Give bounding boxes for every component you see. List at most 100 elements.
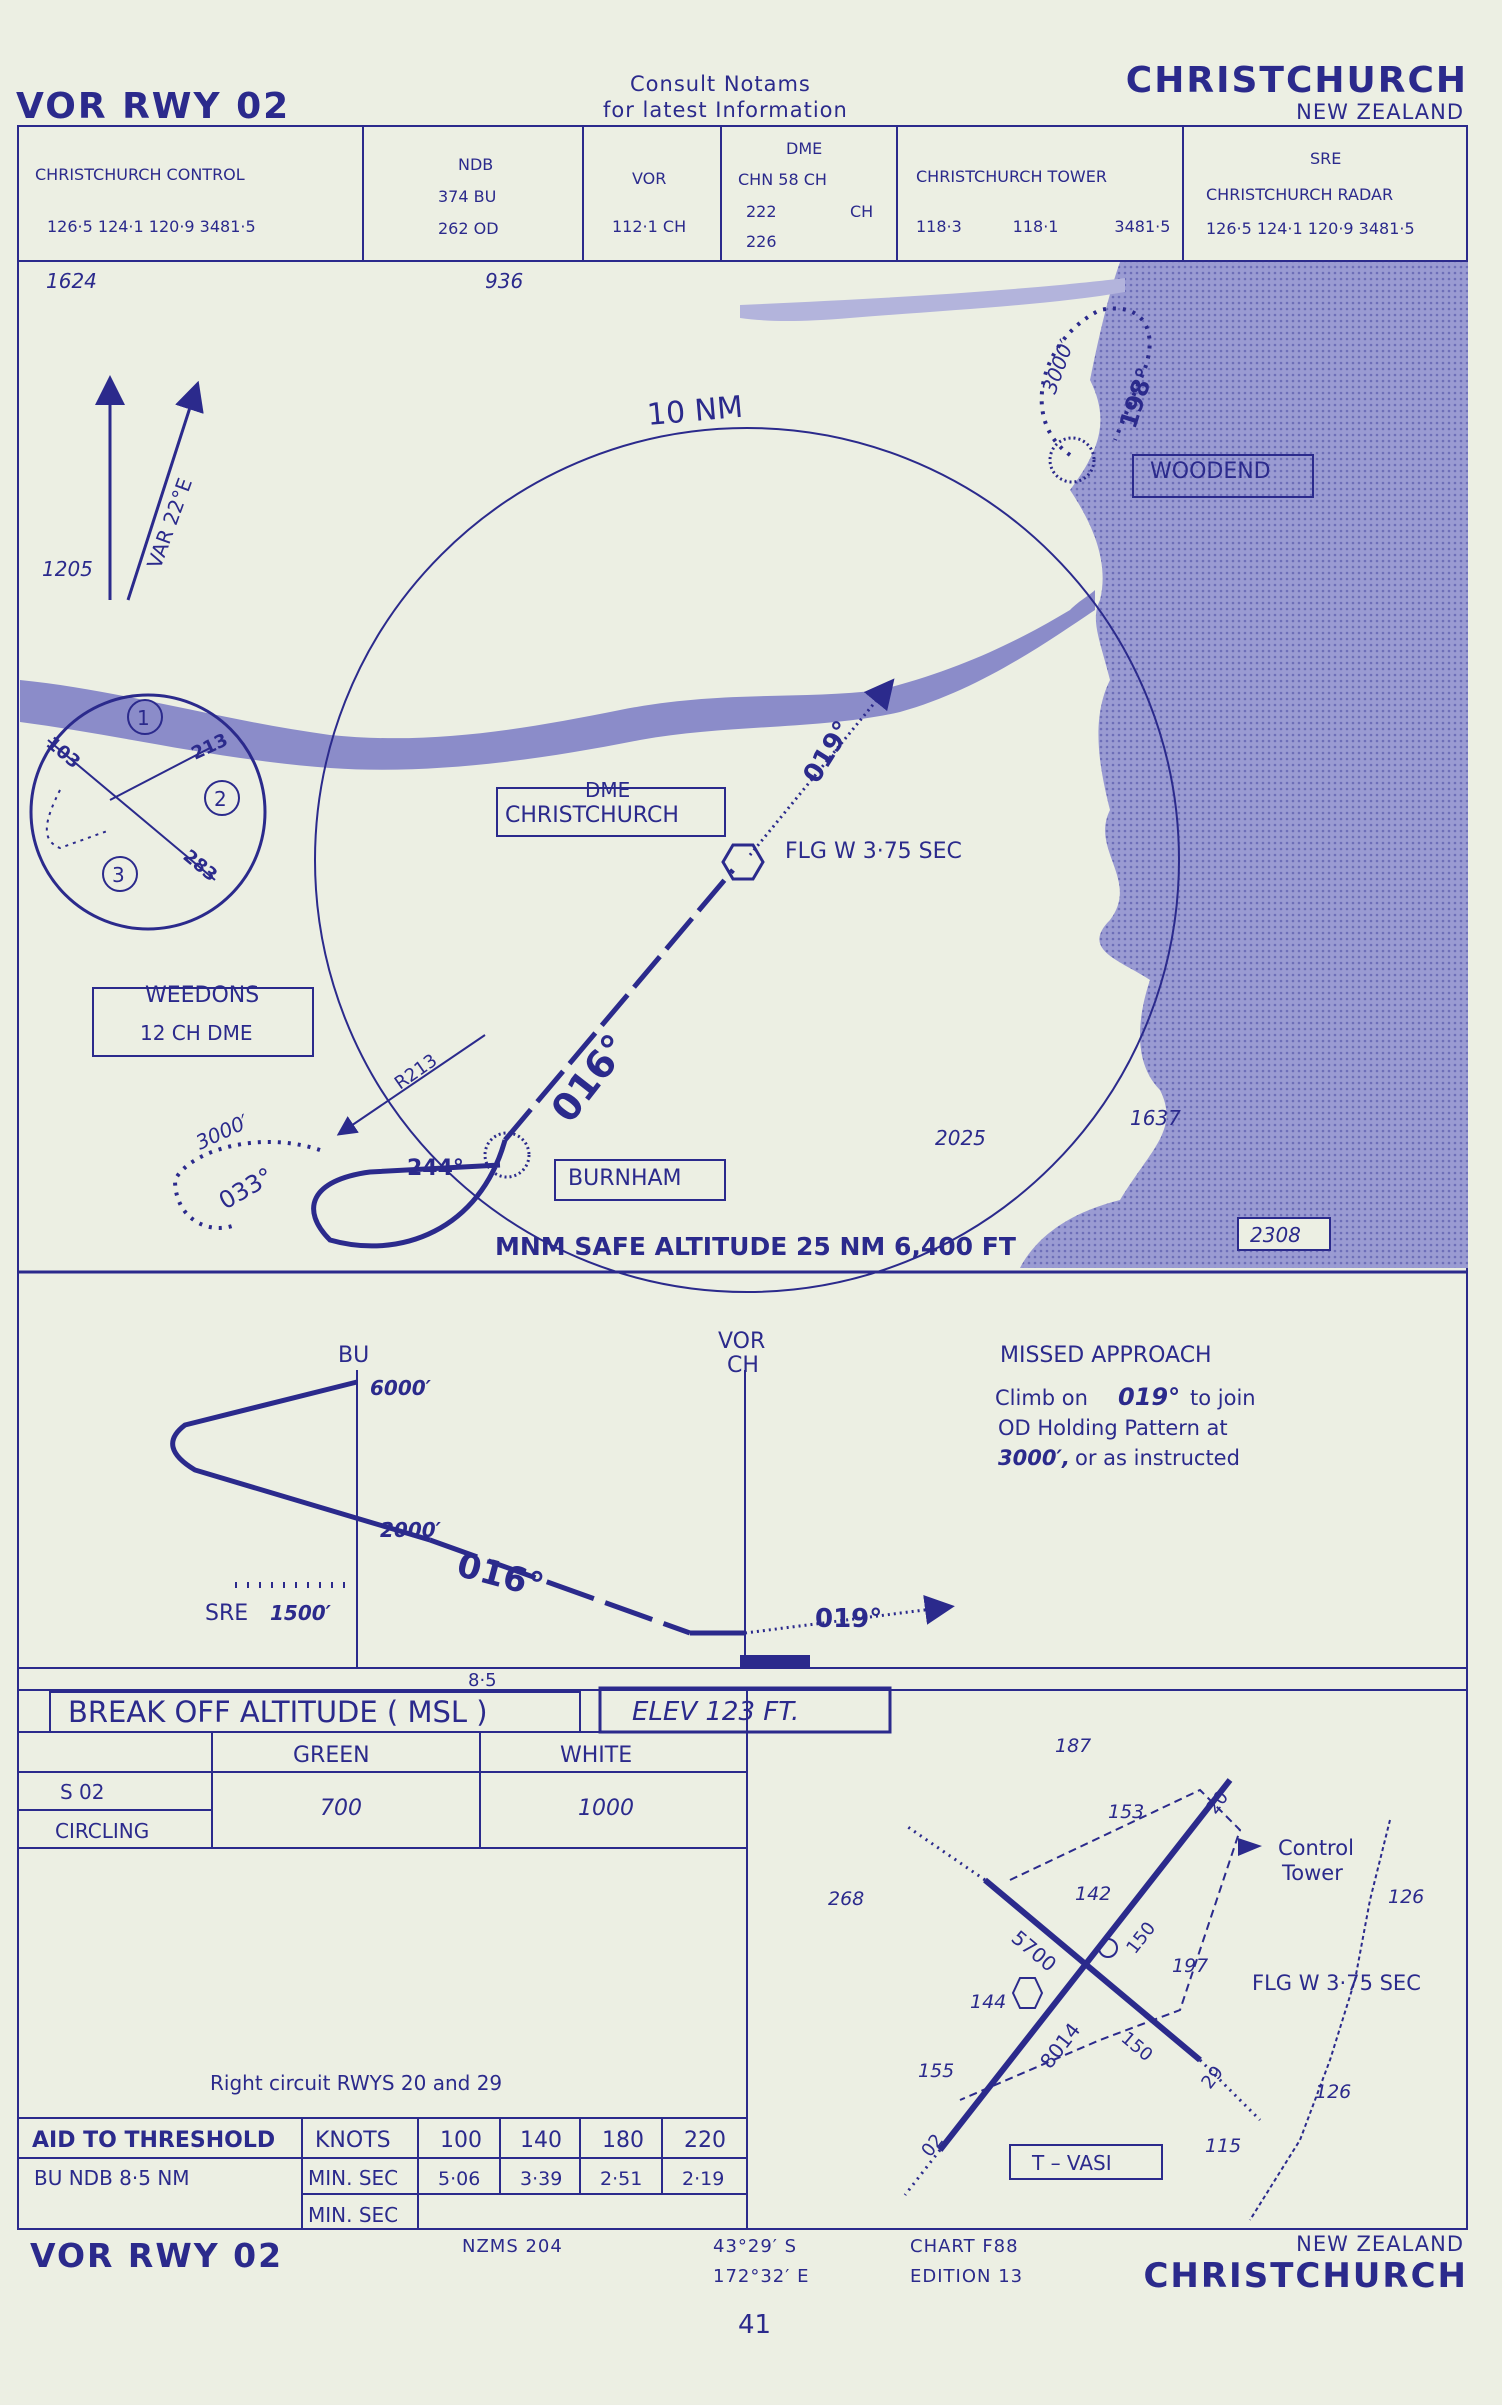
missed-line-1: Climb on	[995, 1386, 1088, 1410]
aid-label: AID TO THRESHOLD	[32, 2128, 275, 2153]
sector-2-label: 2	[214, 787, 227, 811]
profile-crs-016: 016°	[453, 1545, 548, 1606]
taxiway-outline	[959, 1788, 1242, 2101]
dme-label: DME	[786, 139, 823, 158]
speed-220: 220	[684, 2128, 726, 2153]
minsec-label-2: MIN. SEC	[308, 2203, 398, 2227]
vor-circle-aerodrome	[1098, 1938, 1118, 1958]
control-tower-arrow	[1238, 1838, 1262, 1856]
tower-box: CHRISTCHURCH TOWER 118·3 118·1 3481·5	[896, 125, 1184, 262]
tvasi-box	[1009, 2144, 1163, 2180]
woodend-box	[1132, 454, 1314, 498]
ndb-bu: 374 BU	[438, 187, 497, 206]
elev-936: 936	[485, 269, 523, 293]
crs-033: 033°	[214, 1162, 278, 1215]
dme-box-line-2: CHRISTCHURCH	[505, 803, 679, 828]
approach-track	[503, 868, 735, 1142]
tower-label-2: Tower	[1281, 1861, 1343, 1885]
entry-103: 103	[42, 733, 84, 773]
elev-2025: 2025	[935, 1126, 986, 1150]
profile-sre: SRE	[205, 1601, 248, 1626]
footer-lon: 172°32′ E	[713, 2266, 810, 2287]
alt-3000: 3000′	[192, 1109, 253, 1154]
approach-lights-29	[1198, 2058, 1262, 2122]
missed-line-3: or as instructed	[1075, 1446, 1240, 1470]
woodend-alt: 3000′	[1037, 336, 1079, 397]
tower-label-1: Control	[1278, 1836, 1354, 1860]
profile-crs-019: 019°	[815, 1604, 882, 1634]
dme-ch: CH	[850, 202, 874, 221]
white-value: 1000	[578, 1796, 634, 1821]
sector-3-marker	[102, 856, 138, 892]
sector-2-marker	[204, 780, 240, 816]
sector-1-label: 1	[137, 706, 150, 730]
sector-1-marker	[127, 699, 163, 735]
hexagon-marker	[1011, 1977, 1044, 2009]
woodend-ndb	[1048, 436, 1096, 484]
elev-1624: 1624	[46, 269, 97, 293]
dme-box-line-1: DME	[585, 778, 630, 802]
vor-freq: 112·1 CH	[612, 217, 687, 236]
approach-lights-02	[903, 2149, 942, 2196]
profile-vor: VOR	[718, 1329, 765, 1354]
burnham-ndb	[483, 1131, 531, 1179]
time-140: 3·39	[520, 2168, 562, 2190]
woodend-holding	[1039, 306, 1152, 457]
approach-lights-11	[904, 1823, 986, 1882]
rwy-02: 02	[917, 2130, 948, 2161]
footer-nzms: NZMS 204	[462, 2236, 563, 2257]
var-label: VAR 22°E	[142, 475, 197, 572]
entry-line-2	[109, 747, 211, 801]
elev-126-a: 126	[1388, 1886, 1424, 1908]
weedons-line-1: WEEDONS	[145, 983, 259, 1008]
woodend-label: WOODEND	[1150, 459, 1271, 484]
speed-140: 140	[520, 2128, 562, 2153]
sre-name: CHRISTCHURCH RADAR	[1206, 185, 1394, 204]
elev-126-b: 126	[1315, 2081, 1351, 2103]
entry-sector-circle	[29, 693, 267, 931]
elev-197: 197	[1172, 1955, 1208, 1977]
runway-11-29	[983, 1877, 1202, 2063]
city-title: CHRISTCHURCH	[1125, 60, 1468, 101]
weedons-line-2: 12 CH DME	[140, 1021, 252, 1045]
footer-chart: CHART F88	[910, 2236, 1019, 2257]
green-header: GREEN	[293, 1743, 370, 1768]
elev-153: 153	[1108, 1801, 1144, 1823]
break-off-title: BREAK OFF ALTITUDE ( MSL )	[68, 1695, 488, 1729]
ndb-label: NDB	[458, 155, 494, 174]
r213-label: R213	[391, 1050, 441, 1094]
r213-radial	[336, 1034, 486, 1136]
aerodrome-flg: FLG W 3·75 SEC	[1252, 1971, 1421, 1995]
profile-alt-2000: 2000′	[380, 1518, 442, 1542]
entry-line-1	[47, 739, 216, 881]
sea-area	[1020, 262, 1468, 1268]
rwy-8014: 8014	[1035, 2018, 1085, 2073]
country-title: NEW ZEALAND	[1296, 100, 1464, 124]
profile-procedure-turn	[170, 1379, 431, 1543]
green-value: 700	[320, 1796, 362, 1821]
tvasi-label: T – VASI	[1031, 2151, 1112, 2175]
speed-180: 180	[602, 2128, 644, 2153]
elev-115: 115	[1205, 2135, 1241, 2157]
profile-distance: 8·5	[468, 1670, 497, 1691]
rwy-150-b: 150	[1117, 2028, 1157, 2066]
elev-144: 144	[970, 1991, 1006, 2013]
entry-holding-sketch	[45, 789, 111, 850]
mag-north-arrow	[126, 380, 204, 601]
control-freqs: 126·5 124·1 120·9 3481·5	[47, 217, 256, 236]
ndb-od: 262 OD	[438, 219, 499, 238]
river	[20, 590, 1095, 770]
runway-block	[740, 1655, 810, 1668]
speed-100: 100	[440, 2128, 482, 2153]
dme-chn: CHN 58 CH	[738, 170, 827, 189]
notams-line-1: Consult Notams	[630, 72, 811, 96]
sre-freqs: 126·5 124·1 120·9 3481·5	[1206, 219, 1415, 238]
footer-edition: EDITION 13	[910, 2266, 1024, 2287]
weedons-holding	[172, 1139, 321, 1230]
footer-city: CHRISTCHURCH	[1143, 2256, 1468, 2296]
crs-244: 244°	[407, 1156, 464, 1181]
weedons-box	[92, 987, 314, 1057]
missed-title: MISSED APPROACH	[1000, 1343, 1212, 1368]
control-label: CHRISTCHURCH CONTROL	[35, 165, 245, 184]
